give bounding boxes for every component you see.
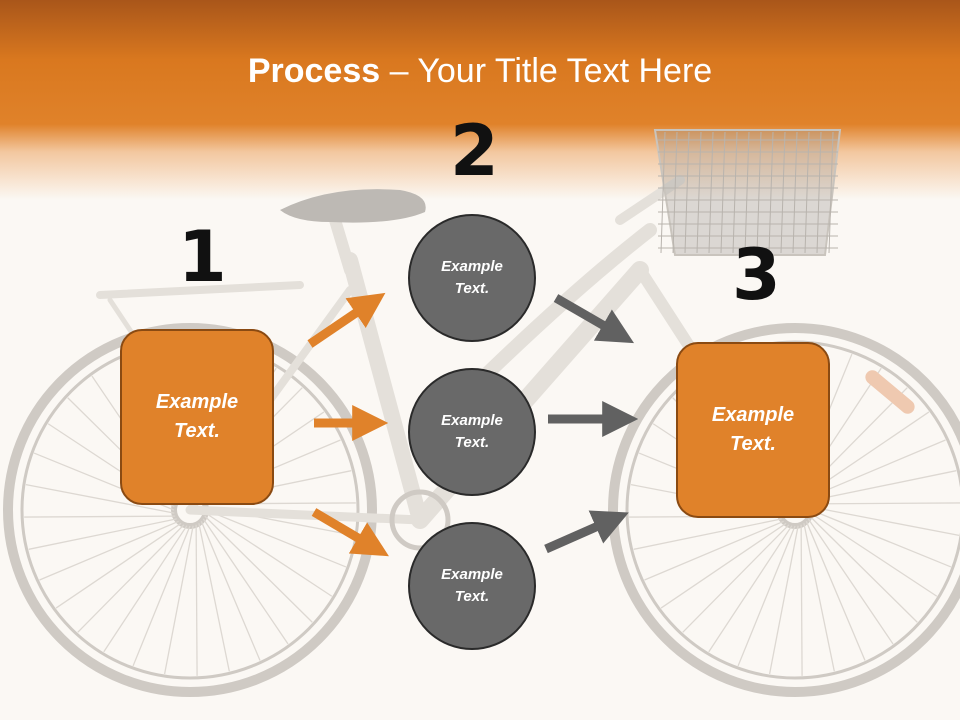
slide-title: Process – Your Title Text Here	[0, 52, 960, 91]
arrow-step1-to-circle3	[311, 508, 389, 557]
arrow-circle3-to-step3	[544, 510, 629, 554]
arrow-step1-to-circle1	[307, 292, 386, 348]
step-number-3: 3	[732, 234, 781, 316]
title-rest-part: – Your Title Text Here	[380, 52, 713, 90]
header-band	[0, 0, 960, 200]
circle-3: Example Text.	[408, 522, 536, 650]
circle-2-text: Example Text.	[441, 411, 503, 452]
circle-2: Example Text.	[408, 368, 536, 496]
title-bold-part: Process	[247, 52, 381, 90]
step-number-1: 1	[178, 216, 227, 298]
step-number-2: 2	[450, 110, 499, 192]
circle-1-text: Example Text.	[441, 257, 503, 298]
step-3-box: Example Text.	[676, 342, 830, 518]
circle-1: Example Text.	[408, 214, 536, 342]
step-1-text: Example Text.	[155, 391, 239, 442]
arrow-circle1-to-step3	[553, 294, 635, 344]
circle-3-text: Example Text.	[441, 565, 503, 606]
step-1-box: Example Text.	[120, 329, 274, 505]
step-3-text: Example Text.	[711, 404, 795, 455]
